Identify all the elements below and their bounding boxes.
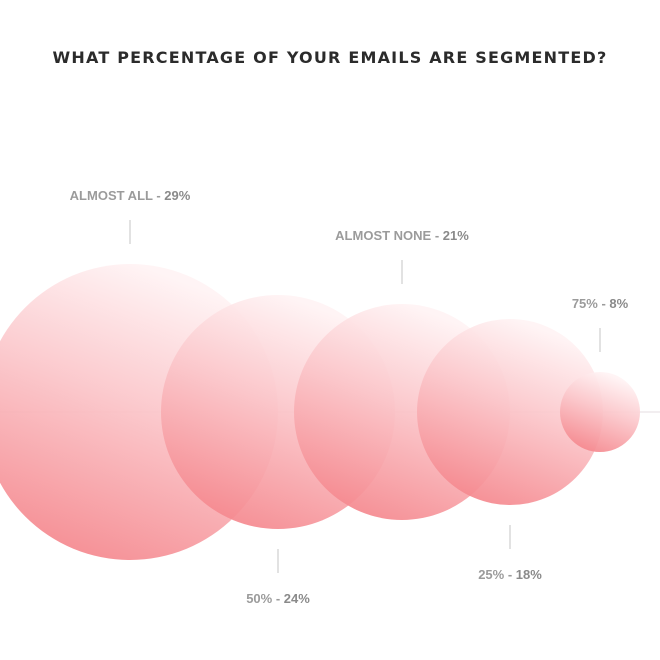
bubble-label-value: 29% — [164, 188, 190, 203]
bubble-label-name: 75% - — [572, 296, 610, 311]
bubble-label-name: ALMOST NONE - — [335, 228, 443, 243]
bubble-label-name: ALMOST ALL - — [70, 188, 165, 203]
bubble-label-name: 25% - — [478, 567, 516, 582]
bubble-label-value: 18% — [516, 567, 542, 582]
bubble-label: ALMOST ALL - 29% — [70, 188, 191, 203]
leader-lines — [129, 220, 601, 573]
chart-title: WHAT PERCENTAGE OF YOUR EMAILS ARE SEGME… — [52, 48, 608, 67]
bubble-group — [0, 264, 640, 560]
bubble-label-value: 24% — [284, 591, 310, 606]
bubble-75 — [560, 372, 640, 452]
bubble-label: 50% - 24% — [246, 591, 310, 606]
bubble-label: ALMOST NONE - 21% — [335, 228, 469, 243]
bubble-labels: ALMOST ALL - 29% 50% - 24% ALMOST NONE - 2… — [70, 188, 629, 606]
bubble-label-name: 50% - — [246, 591, 284, 606]
bubble-label: 25% - 18% — [478, 567, 542, 582]
bubble-25 — [417, 319, 603, 505]
bubble-label-value: 8% — [609, 296, 628, 311]
bubble-label-value: 21% — [443, 228, 469, 243]
bubble-label: 75% - 8% — [572, 296, 629, 311]
